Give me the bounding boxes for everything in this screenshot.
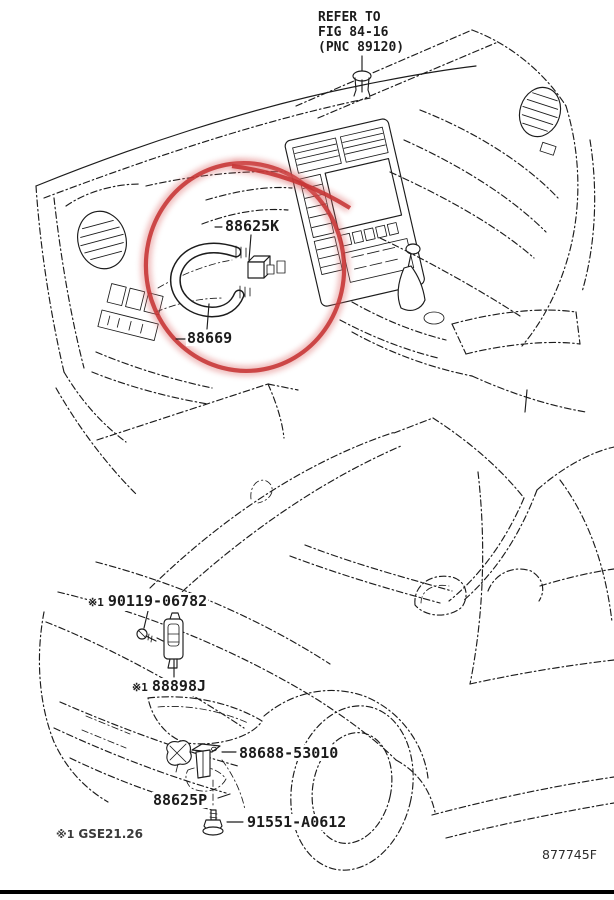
in-dash-sensor-glyph bbox=[247, 255, 286, 279]
car-line-art bbox=[38, 417, 614, 871]
footnote-ref-mark: ※1 bbox=[56, 828, 75, 841]
passenger-vent-icon bbox=[518, 86, 562, 156]
highlight-ellipse bbox=[140, 157, 353, 377]
refer-note-line1: REFER TO bbox=[318, 10, 381, 25]
part-number: 88625K bbox=[225, 217, 280, 235]
dashboard-line-art bbox=[35, 29, 596, 495]
bracket-glyph bbox=[191, 743, 221, 779]
part-number: 88625P bbox=[153, 791, 208, 809]
part-label-88625K[interactable]: 88625K bbox=[224, 217, 281, 235]
side-mirror-icon bbox=[414, 575, 467, 616]
ambient-sensor-glyph bbox=[166, 740, 192, 773]
part-number: 88688-53010 bbox=[239, 744, 339, 762]
front-wheel bbox=[290, 705, 414, 871]
figure-code: 877745F bbox=[542, 847, 597, 862]
refer-note: REFER TO FIG 84-16 (PNC 89120) bbox=[318, 10, 405, 55]
screw-glyph bbox=[136, 628, 157, 643]
center-stack bbox=[284, 118, 425, 307]
room-sensor-glyph bbox=[163, 612, 184, 669]
part-number: 91551-A0612 bbox=[247, 813, 347, 831]
part-number: 88669 bbox=[187, 329, 233, 347]
part-label-88669[interactable]: 88669 bbox=[186, 329, 234, 347]
part-label-91551-A0612[interactable]: 91551-A0612 bbox=[246, 813, 348, 831]
part-label-88688-53010[interactable]: 88688-53010 bbox=[238, 744, 340, 762]
gear-shifter-icon bbox=[397, 243, 426, 311]
model-code: GSE21.26 bbox=[78, 827, 144, 841]
refer-note-line3: (PNC 89120) bbox=[318, 40, 405, 55]
part-label-88625P[interactable]: 88625P bbox=[152, 791, 209, 809]
footnote-ref-mark: ※1 bbox=[132, 681, 148, 694]
bolt-glyph bbox=[202, 809, 224, 836]
roof-sensor-glyph bbox=[352, 70, 372, 97]
leader-lines bbox=[143, 55, 363, 823]
part-number: 88898J bbox=[151, 677, 207, 695]
aspirator-hose-glyph bbox=[169, 242, 251, 318]
driver-vent-icon bbox=[77, 210, 127, 270]
footnote-ref-mark: ※1 bbox=[88, 596, 104, 609]
part-number: 90119-06782 bbox=[107, 592, 208, 610]
refer-note-line2: FIG 84-16 bbox=[318, 25, 389, 40]
footer-rule bbox=[0, 890, 614, 894]
